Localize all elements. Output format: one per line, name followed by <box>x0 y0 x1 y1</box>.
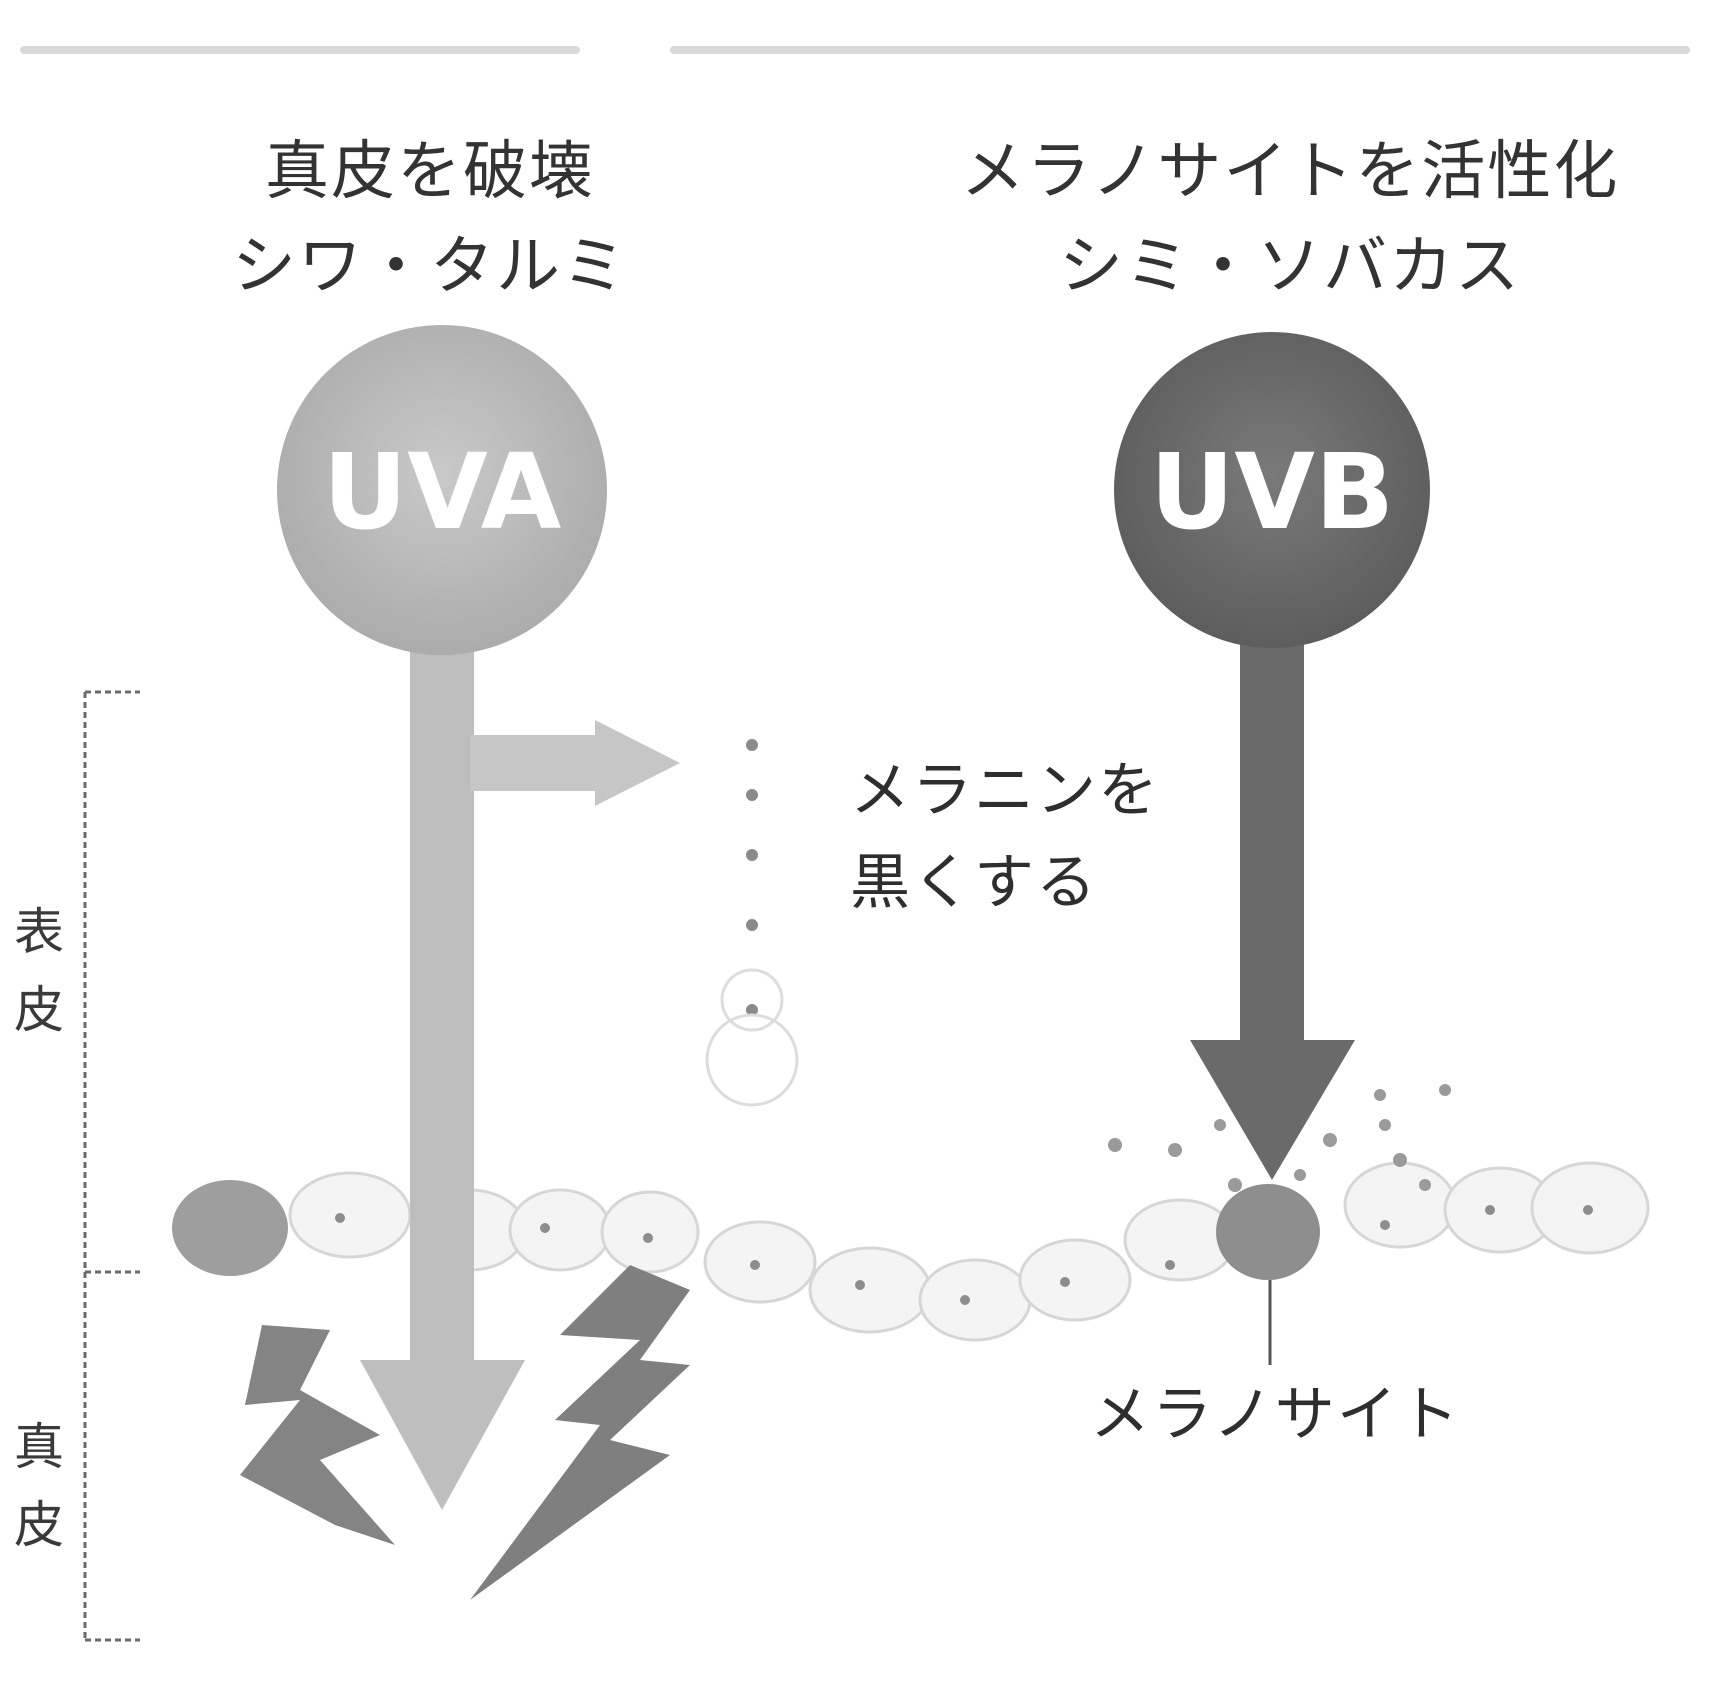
faint-header-text-right <box>670 46 1690 54</box>
uva-label: UVA <box>322 431 562 553</box>
faint-header-text-left <box>20 46 580 54</box>
uvb-caption-line1: メラノサイトを活性化 <box>960 135 1620 209</box>
cell-row <box>288 1161 1650 1342</box>
epidermis-label: 表皮 <box>6 905 64 1061</box>
uva-branch-head <box>595 720 680 806</box>
uva-branch-shaft <box>470 735 600 791</box>
melanin-cells <box>705 968 799 1107</box>
uvb-melanocyte <box>1216 1184 1320 1280</box>
layer-bracket <box>83 690 140 1642</box>
uva-caption-line2: シワ・タルミ <box>232 230 628 304</box>
uvb-label: UVB <box>1149 431 1395 553</box>
uva-caption-line1: 真皮を破壊 <box>265 135 595 209</box>
right-lightning-bolt <box>470 1265 690 1600</box>
melanin-granules <box>1108 1084 1451 1192</box>
uvb-arrow-head <box>1190 1040 1355 1180</box>
uvb-caption-line2: シミ・ソバカス <box>1059 230 1521 304</box>
uva-circle <box>277 325 607 655</box>
cell-nuclei <box>335 1205 1593 1305</box>
uva-arrow-shaft <box>410 620 474 1365</box>
melanin-dots <box>746 739 758 1016</box>
dermis-label: 真皮 <box>6 1420 64 1576</box>
melanocyte-label: メラノサイト <box>1090 1380 1461 1450</box>
uvb-arrow-shaft <box>1240 620 1304 1050</box>
left-melanocyte <box>172 1180 288 1276</box>
uva-arrow-head <box>360 1360 525 1510</box>
left-lightning-bolt <box>240 1325 395 1545</box>
uvb-circle <box>1114 332 1430 648</box>
melanin-darkening-note: メラニンを黒くする <box>850 756 1160 918</box>
